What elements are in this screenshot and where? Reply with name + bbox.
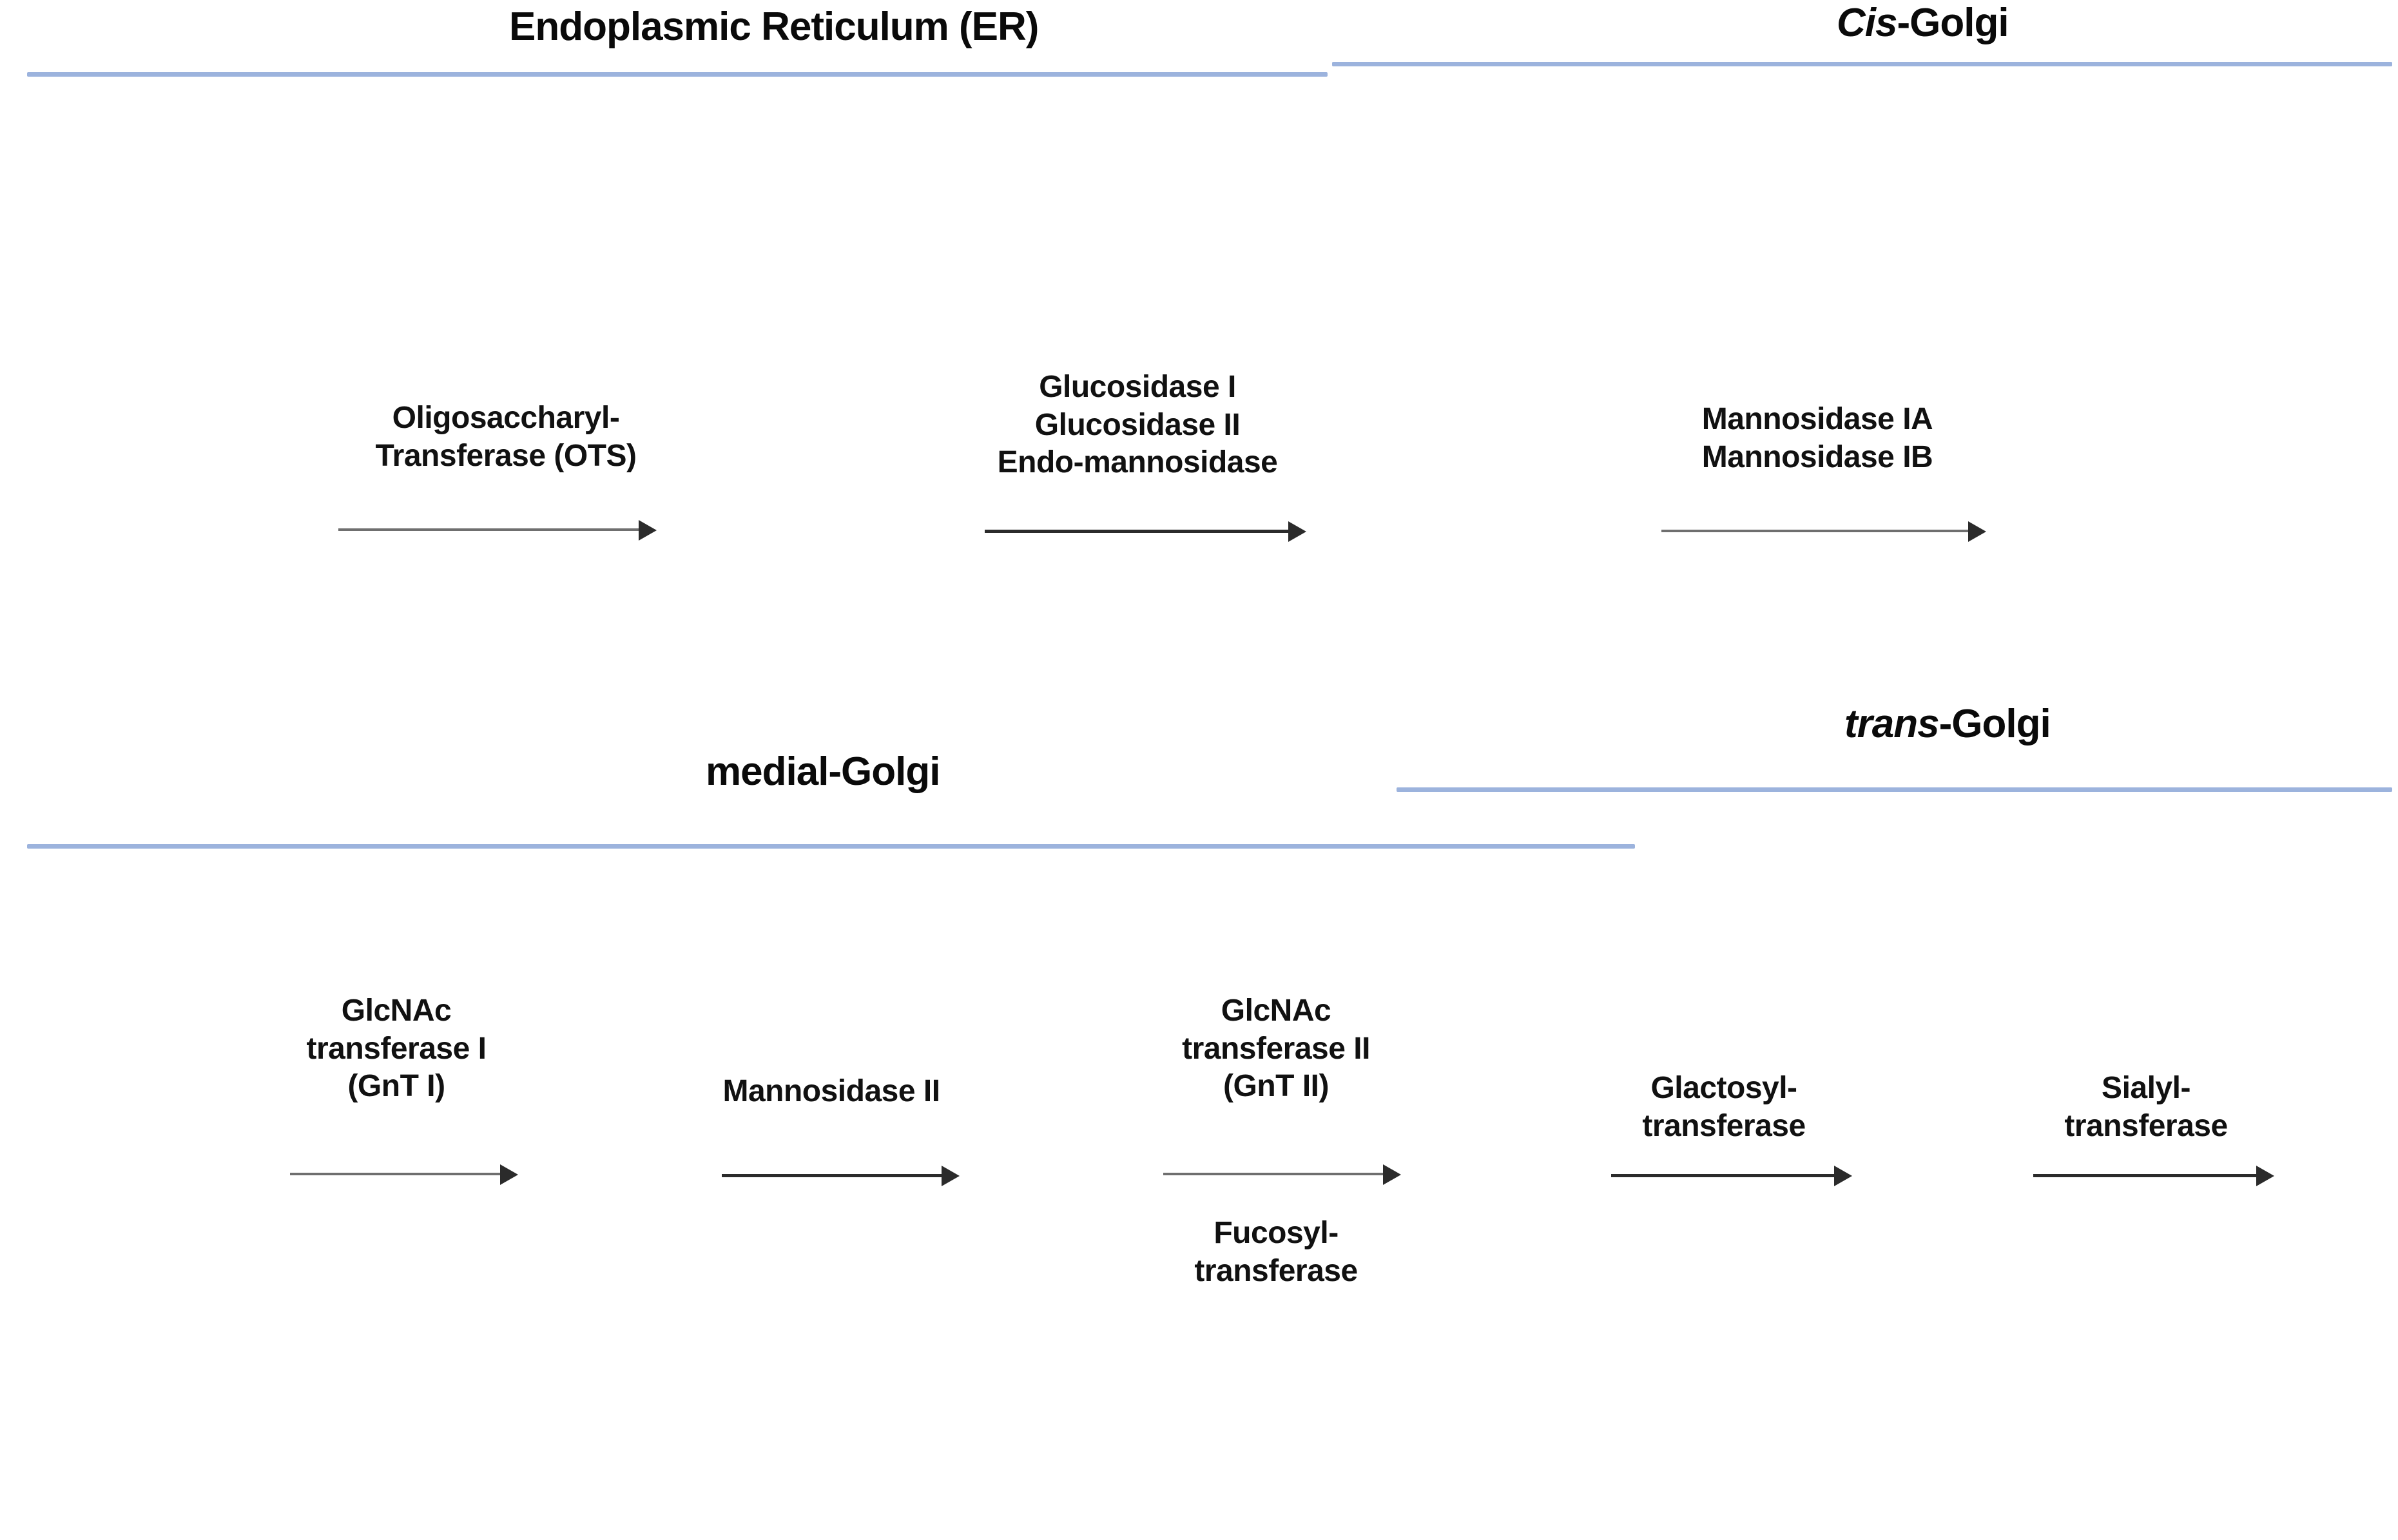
compartment-title-er: Endoplasmic Reticulum (ER) — [509, 5, 1039, 49]
compartment-title-medial: medial-Golgi — [706, 749, 940, 794]
reaction-arrow-gnt1 — [290, 1164, 518, 1185]
compartment-rule-er — [27, 72, 1328, 77]
compartment-title-cis: Cis-Golgi — [1837, 1, 2009, 45]
reaction-arrow-mannosidase-ii — [722, 1166, 960, 1186]
compartment-title-trans: trans-Golgi — [1844, 702, 2051, 746]
enzyme-label-glucosidase: Glucosidase I Glucosidase II Endo-mannos… — [997, 370, 1278, 480]
enzyme-label-galt: Glactosyl- transferase — [1642, 1071, 1806, 1143]
reaction-arrow-mannosidase-i — [1661, 521, 1986, 542]
compartment-rule-medial — [27, 844, 1635, 849]
enzyme-label-fut: Fucosyl- transferase — [1194, 1216, 1358, 1288]
compartment-rule-cis — [1332, 62, 2392, 66]
reaction-arrow-galt — [1611, 1166, 1852, 1186]
enzyme-label-mannosidase-i: Mannosidase IA Mannosidase IB — [1701, 402, 1933, 474]
reaction-arrow-glucosidase — [985, 521, 1306, 542]
enzyme-label-mannosidase-ii: Mannosidase II — [722, 1074, 940, 1108]
reaction-arrow-gnt2 — [1163, 1164, 1401, 1185]
enzyme-label-gnt1: GlcNAc transferase I (GnT I) — [306, 994, 487, 1104]
enzyme-label-gnt2: GlcNAc transferase II (GnT II) — [1182, 994, 1370, 1104]
enzyme-label-siat: Sialyl- transferase — [2064, 1071, 2228, 1143]
reaction-arrow-siat — [2033, 1166, 2274, 1186]
enzyme-label-ots: Oligosaccharyl- Transferase (OTS) — [375, 401, 637, 473]
compartment-rule-trans — [1397, 787, 2392, 792]
reaction-arrow-ots — [338, 520, 657, 541]
